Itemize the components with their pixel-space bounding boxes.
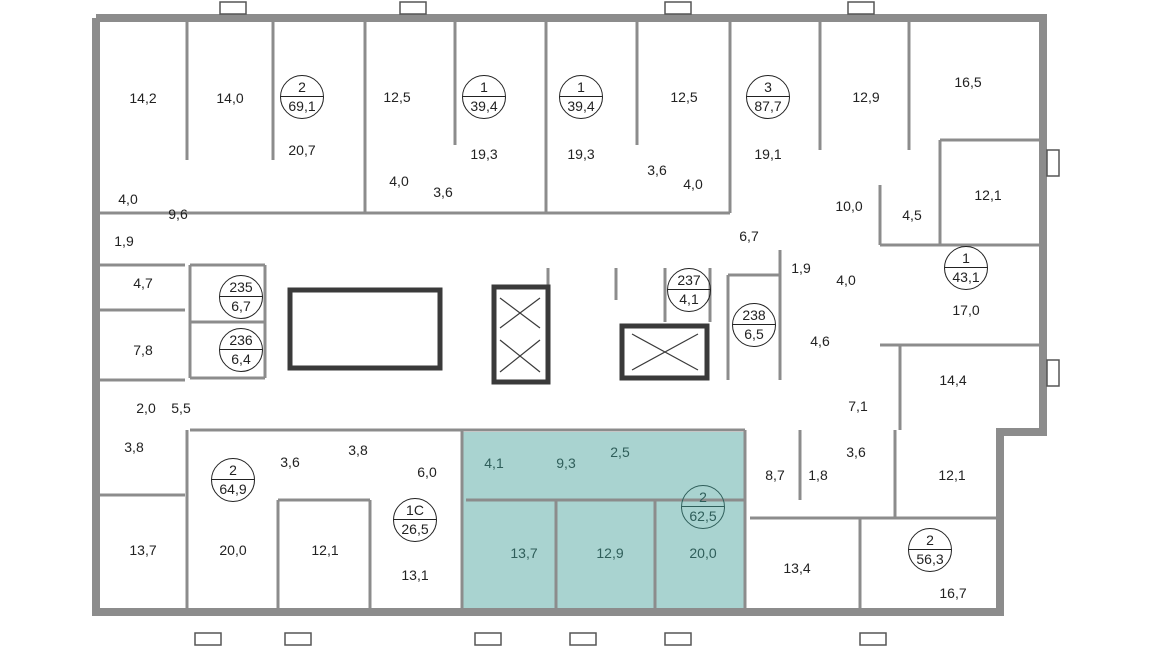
room-area: 9,3 (556, 455, 576, 471)
room-area: 12,1 (974, 187, 1002, 203)
room-area: 8,7 (765, 467, 785, 483)
room-area: 10,0 (835, 198, 863, 214)
service-room-number: 235 (229, 279, 253, 295)
room-area: 13,4 (783, 560, 811, 576)
room-area: 13,7 (510, 545, 538, 561)
room-area: 3,6 (433, 184, 453, 200)
room-area: 4,6 (810, 333, 830, 349)
room-area: 19,3 (567, 146, 595, 162)
room-area: 4,1 (484, 455, 504, 471)
room-area: 3,6 (280, 454, 300, 470)
room-area: 4,0 (118, 191, 138, 207)
room-area: 19,3 (470, 146, 498, 162)
service-room-number: 236 (229, 332, 253, 348)
room-area: 5,5 (171, 400, 191, 416)
service-room-area: 6,7 (231, 298, 251, 314)
apartment-area: 69,1 (288, 98, 316, 114)
apartment-rooms: 2 (229, 462, 237, 478)
room-area: 7,1 (848, 398, 868, 414)
apartment-area: 26,5 (401, 521, 429, 537)
apartment-rooms: 1 (480, 79, 488, 95)
room-area: 4,7 (133, 275, 153, 291)
apartment-area: 43,1 (952, 269, 980, 285)
room-area: 14,2 (129, 90, 157, 106)
room-area: 4,0 (683, 176, 703, 192)
room-area: 1,9 (791, 260, 811, 276)
room-area: 4,0 (389, 173, 409, 189)
service-room-number: 237 (677, 272, 701, 288)
room-area: 19,1 (754, 146, 782, 162)
apartment-area: 87,7 (754, 98, 782, 114)
apartment-rooms: 1 (962, 250, 970, 266)
service-room-number: 238 (742, 307, 766, 323)
room-area: 20,7 (288, 142, 316, 158)
apartment-area: 39,4 (567, 98, 595, 114)
room-area: 13,7 (129, 542, 157, 558)
room-area: 20,0 (689, 545, 717, 561)
apartment-badge[interactable]: 1С 26,5 (393, 498, 437, 542)
room-area: 7,8 (133, 342, 153, 358)
room-area: 3,8 (348, 442, 368, 458)
room-area: 1,9 (114, 233, 134, 249)
room-area: 12,9 (852, 89, 880, 105)
room-area: 16,7 (939, 585, 967, 601)
room-area: 6,7 (739, 228, 759, 244)
apartment-area: 64,9 (219, 481, 247, 497)
apartment-rooms: 2 (926, 532, 934, 548)
room-area: 12,9 (596, 545, 624, 561)
room-area: 2,0 (136, 400, 156, 416)
room-area: 12,5 (670, 89, 698, 105)
apartment-area: 62,5 (689, 508, 717, 524)
room-area: 2,5 (610, 444, 630, 460)
apartment-rooms: 1 (577, 79, 585, 95)
room-area: 16,5 (954, 74, 982, 90)
room-area: 12,1 (311, 542, 339, 558)
service-room-area: 6,5 (744, 326, 764, 342)
room-area: 3,6 (647, 162, 667, 178)
room-area: 12,1 (938, 467, 966, 483)
apartment-area: 56,3 (916, 551, 944, 567)
room-area: 3,8 (124, 439, 144, 455)
room-area: 17,0 (952, 302, 980, 318)
room-area: 9,6 (168, 206, 188, 222)
apartment-rooms: 2 (699, 489, 707, 505)
apartment-area: 39,4 (470, 98, 498, 114)
room-area: 14,0 (216, 90, 244, 106)
room-area: 4,5 (902, 207, 922, 223)
room-area: 14,4 (939, 372, 967, 388)
apartment-rooms: 2 (298, 79, 306, 95)
service-room-area: 6,4 (231, 351, 251, 367)
room-area: 20,0 (219, 542, 247, 558)
room-area: 4,0 (836, 272, 856, 288)
room-area: 1,8 (808, 467, 828, 483)
room-area: 6,0 (417, 464, 437, 480)
room-area: 12,5 (383, 89, 411, 105)
apartment-rooms: 3 (764, 79, 772, 95)
apartment-rooms: 1С (406, 502, 424, 518)
room-area: 3,6 (846, 444, 866, 460)
room-area: 13,1 (401, 567, 429, 583)
service-room-area: 4,1 (679, 291, 699, 307)
